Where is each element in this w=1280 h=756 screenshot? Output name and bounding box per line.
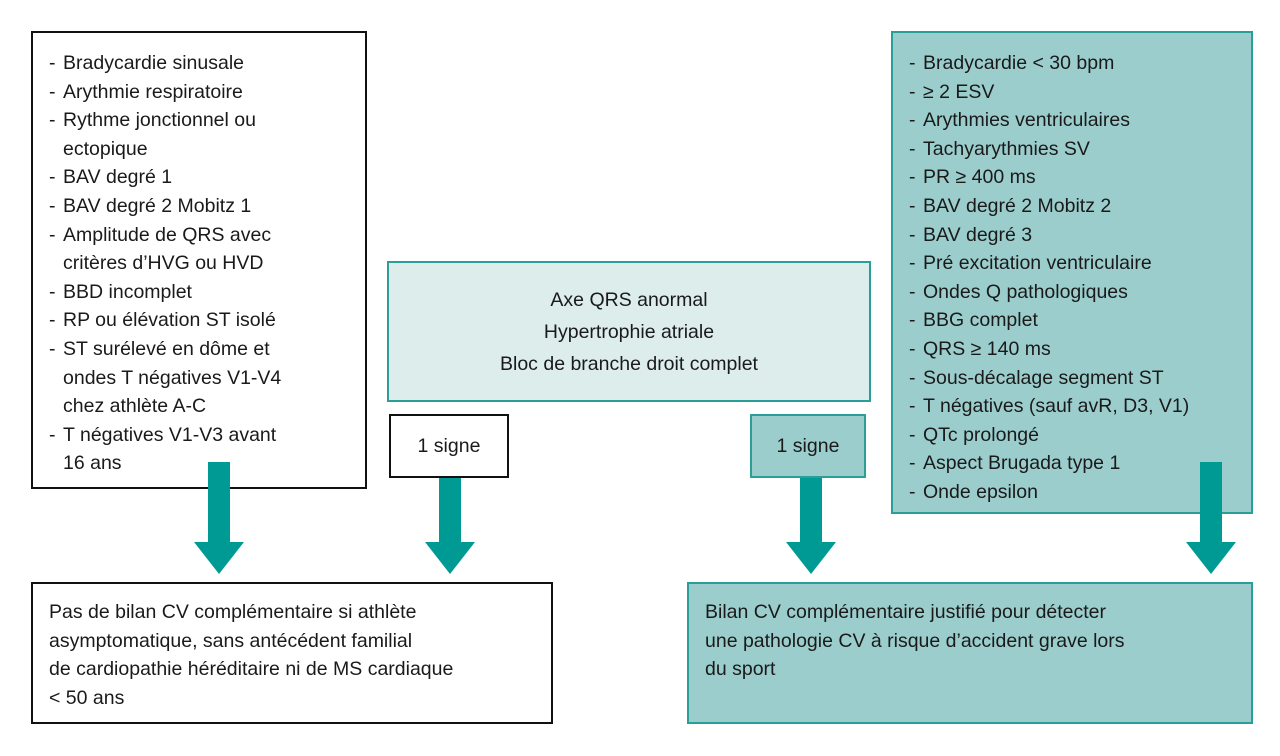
list-item: RP ou élévation ST isolé xyxy=(49,306,351,335)
abnormal-findings-list: Bradycardie < 30 bpm ≥ 2 ESV Arythmies v… xyxy=(909,49,1241,507)
list-item: BAV degré 2 Mobitz 1 xyxy=(49,192,351,221)
one-sign-label-right: 1 signe xyxy=(750,414,866,478)
list-item: ≥ 2 ESV xyxy=(909,78,1241,107)
list-item: Bradycardie sinusale xyxy=(49,49,351,78)
borderline-findings-box: Axe QRS anormal Hypertrophie atriale Blo… xyxy=(387,261,871,402)
borderline-item: Bloc de branche droit complet xyxy=(500,352,758,375)
list-item: Arythmies ventriculaires xyxy=(909,106,1241,135)
list-item: QTc prolongé xyxy=(909,421,1241,450)
sign-label: 1 signe xyxy=(417,434,481,457)
list-item: Pré excitation ventriculaire xyxy=(909,249,1241,278)
list-item: ST surélevé en dôme et ondes T négatives… xyxy=(49,335,351,421)
arrow-down-icon xyxy=(194,462,244,574)
list-item: Ondes Q pathologiques xyxy=(909,278,1241,307)
borderline-item: Axe QRS anormal xyxy=(550,288,708,311)
list-item: BBD incomplet xyxy=(49,278,351,307)
list-item: Bradycardie < 30 bpm xyxy=(909,49,1241,78)
list-item: T négatives V1-V3 avant 16 ans xyxy=(49,421,351,478)
list-item: QRS ≥ 140 ms xyxy=(909,335,1241,364)
no-further-workup-box: Pas de bilan CV complémentaire si athlèt… xyxy=(31,582,553,724)
arrow-down-icon xyxy=(786,478,836,574)
outcome-text: < 50 ans xyxy=(49,686,125,709)
sign-label: 1 signe xyxy=(776,434,840,457)
outcome-text: de cardiopathie héréditaire ni de MS car… xyxy=(49,658,454,681)
arrow-down-icon xyxy=(425,478,475,574)
list-item: Tachyarythmies SV xyxy=(909,135,1241,164)
normal-findings-list: Bradycardie sinusale Arythmie respiratoi… xyxy=(49,49,351,478)
list-item: Onde epsilon xyxy=(909,478,1241,507)
borderline-item: Hypertrophie atriale xyxy=(543,320,715,343)
outcome-text: asymptomatique, sans antécédent familial xyxy=(49,629,413,652)
list-item: Rythme jonctionnel ou ectopique xyxy=(49,106,351,163)
list-item: Amplitude de QRS avec critères d’HVG ou … xyxy=(49,221,351,278)
list-item: BAV degré 3 xyxy=(909,221,1241,250)
abnormal-findings-box: Bradycardie < 30 bpm ≥ 2 ESV Arythmies v… xyxy=(891,31,1253,514)
outcome-text: Pas de bilan CV complémentaire si athlèt… xyxy=(49,601,417,623)
further-workup-box: Bilan CV complémentaire justifié pour dé… xyxy=(687,582,1253,724)
one-sign-label-left: 1 signe xyxy=(389,414,509,478)
list-item: BBG complet xyxy=(909,306,1241,335)
list-item: BAV degré 1 xyxy=(49,163,351,192)
list-item: T négatives (sauf avR, D3, V1) xyxy=(909,392,1241,421)
outcome-text: Bilan CV complémentaire justifié pour dé… xyxy=(705,601,1107,623)
list-item: Aspect Brugada type 1 xyxy=(909,449,1241,478)
list-item: Sous-décalage segment ST xyxy=(909,364,1241,393)
outcome-text: du sport xyxy=(705,658,776,681)
arrow-down-icon xyxy=(1186,462,1236,574)
normal-findings-box: Bradycardie sinusale Arythmie respiratoi… xyxy=(31,31,367,489)
list-item: Arythmie respiratoire xyxy=(49,78,351,107)
list-item: PR ≥ 400 ms xyxy=(909,163,1241,192)
outcome-text: une pathologie CV à risque d’accident gr… xyxy=(705,629,1125,652)
list-item: BAV degré 2 Mobitz 2 xyxy=(909,192,1241,221)
